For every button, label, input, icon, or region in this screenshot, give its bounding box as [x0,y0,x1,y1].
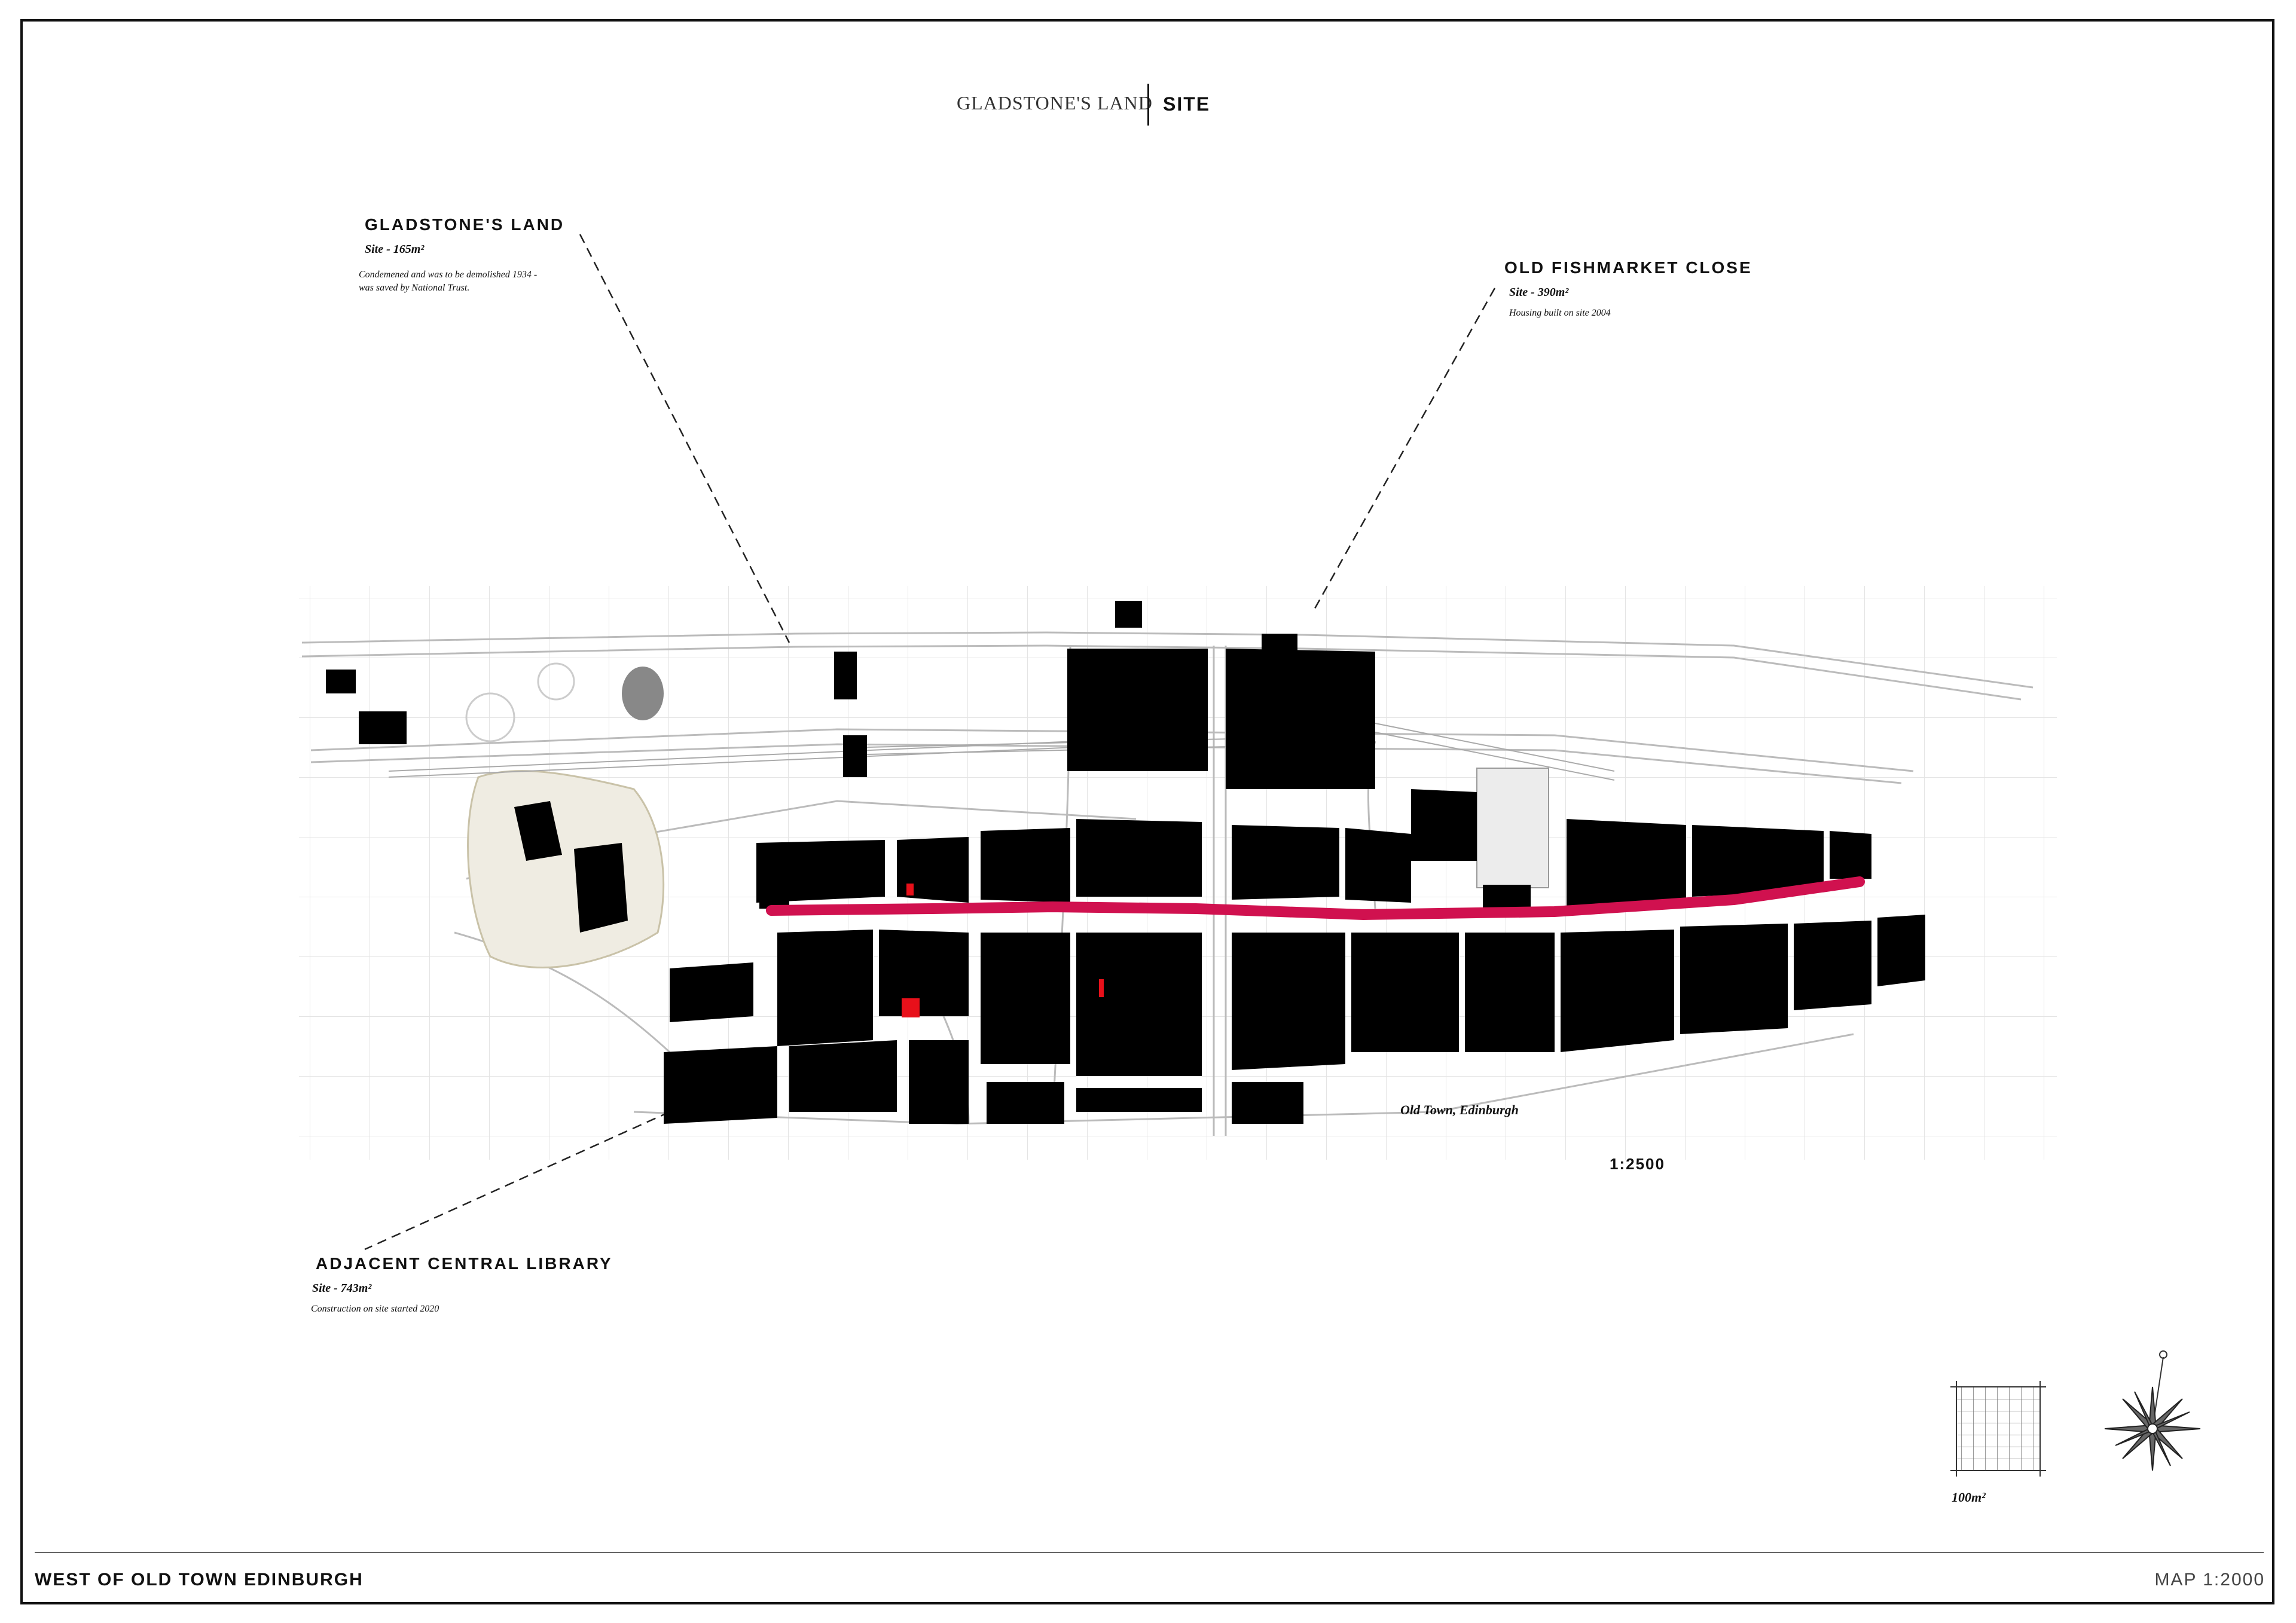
legend-grid-label: 100m² [1952,1490,1986,1505]
footer-scale: MAP 1:2000 [2154,1570,2265,1590]
site-markers [902,884,1104,1017]
annotation-site-area: Site - 165m² [365,243,425,256]
buildings [326,601,1925,1124]
site-marker-gladstones-land [906,884,914,895]
leader-lines [364,234,1496,1251]
compass-rose-icon [2104,1350,2201,1471]
site-marker-old-fishmarket [1099,979,1104,997]
leader-central-library [364,1111,670,1251]
annotation-gladstones-land: GLADSTONE'S LAND Site - 165m² Condemened… [359,215,616,295]
map-area-label: Old Town, Edinburgh [1400,1102,1519,1117]
footer-rule [35,1552,2264,1553]
annotation-note-line: Condemened and was to be demolished 1934… [359,270,538,280]
header-divider [1147,84,1149,126]
annotation-note-line: was saved by National Trust. [359,283,470,293]
leader-old-fishmarket [1311,288,1496,613]
legend-grid [1950,1381,2046,1477]
annotation-title: ADJACENT CENTRAL LIBRARY [316,1254,613,1273]
gardens-feature [537,662,575,701]
footer-title: WEST OF OLD TOWN EDINBURGH [35,1570,364,1590]
annotation-note-line: Construction on site started 2020 [311,1304,439,1314]
leader-gladstones-land [579,234,790,643]
annotation-site-area: Site - 743m² [312,1282,372,1295]
map-scale-label: 1:2500 [1610,1155,1665,1173]
annotation-note-line: Housing built on site 2004 [1509,308,1611,318]
annotation-title: OLD FISHMARKET CLOSE [1504,258,1752,277]
annotation-note: Housing built on site 2004 [1509,307,1815,320]
royal-mile-highlight [766,876,1865,921]
site-marker-central-library [902,998,920,1017]
annotation-adjacent-central-library: ADJACENT CENTRAL LIBRARY Site - 743m² Co… [311,1254,627,1316]
annotation-old-fishmarket-close: OLD FISHMARKET CLOSE Site - 390m² Housin… [1504,258,1815,320]
castle-rock [467,770,665,969]
sheet-frame [20,19,2274,1604]
annotation-site-area: Site - 390m² [1509,286,1569,299]
annotation-title: GLADSTONE'S LAND [365,215,565,234]
gardens-feature [622,667,664,720]
header-project-title: GLADSTONE'S LAND [957,92,1153,114]
annotation-note: Construction on site started 2020 [311,1303,627,1316]
annotation-note: Condemened and was to be demolished 1934… [359,268,616,295]
header-section-title: SITE [1163,93,1211,115]
gardens-feature [465,692,515,742]
pale-block [1476,768,1549,888]
